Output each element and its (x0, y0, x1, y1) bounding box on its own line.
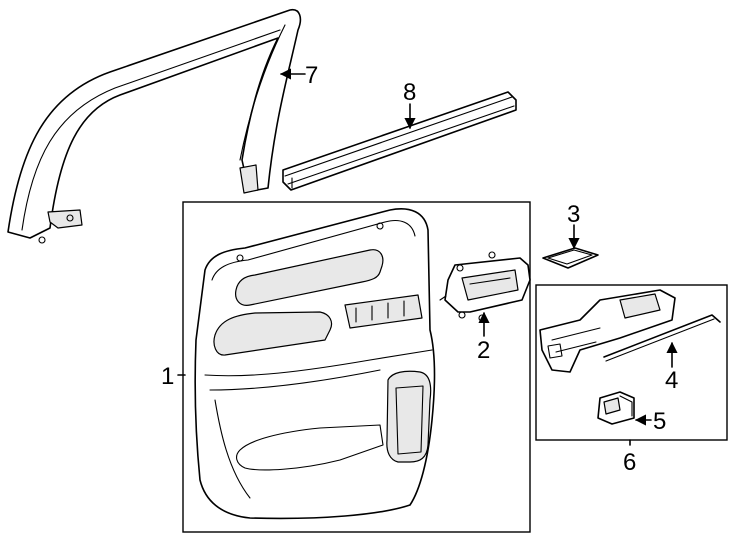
callout-6: 6 (623, 449, 636, 476)
callout-3: 3 (567, 201, 580, 228)
inside-handle-part (439, 251, 531, 322)
callout-5: 5 (653, 408, 666, 435)
pad-part (542, 247, 599, 269)
trim-panel-frame (182, 201, 531, 533)
switch-assembly-frame (535, 284, 728, 441)
rod-part (603, 314, 721, 362)
callout-1: 1 (161, 363, 174, 390)
weatherstrip-part (282, 91, 517, 191)
switch-part (597, 391, 635, 425)
callout-8: 8 (403, 79, 416, 106)
callout-4: 4 (665, 367, 678, 394)
switch-bezel-part (539, 289, 676, 373)
frame-molding-part (7, 8, 302, 244)
trim-panel-part (194, 208, 436, 520)
callout-7: 7 (305, 62, 318, 89)
callout-2: 2 (477, 337, 490, 364)
